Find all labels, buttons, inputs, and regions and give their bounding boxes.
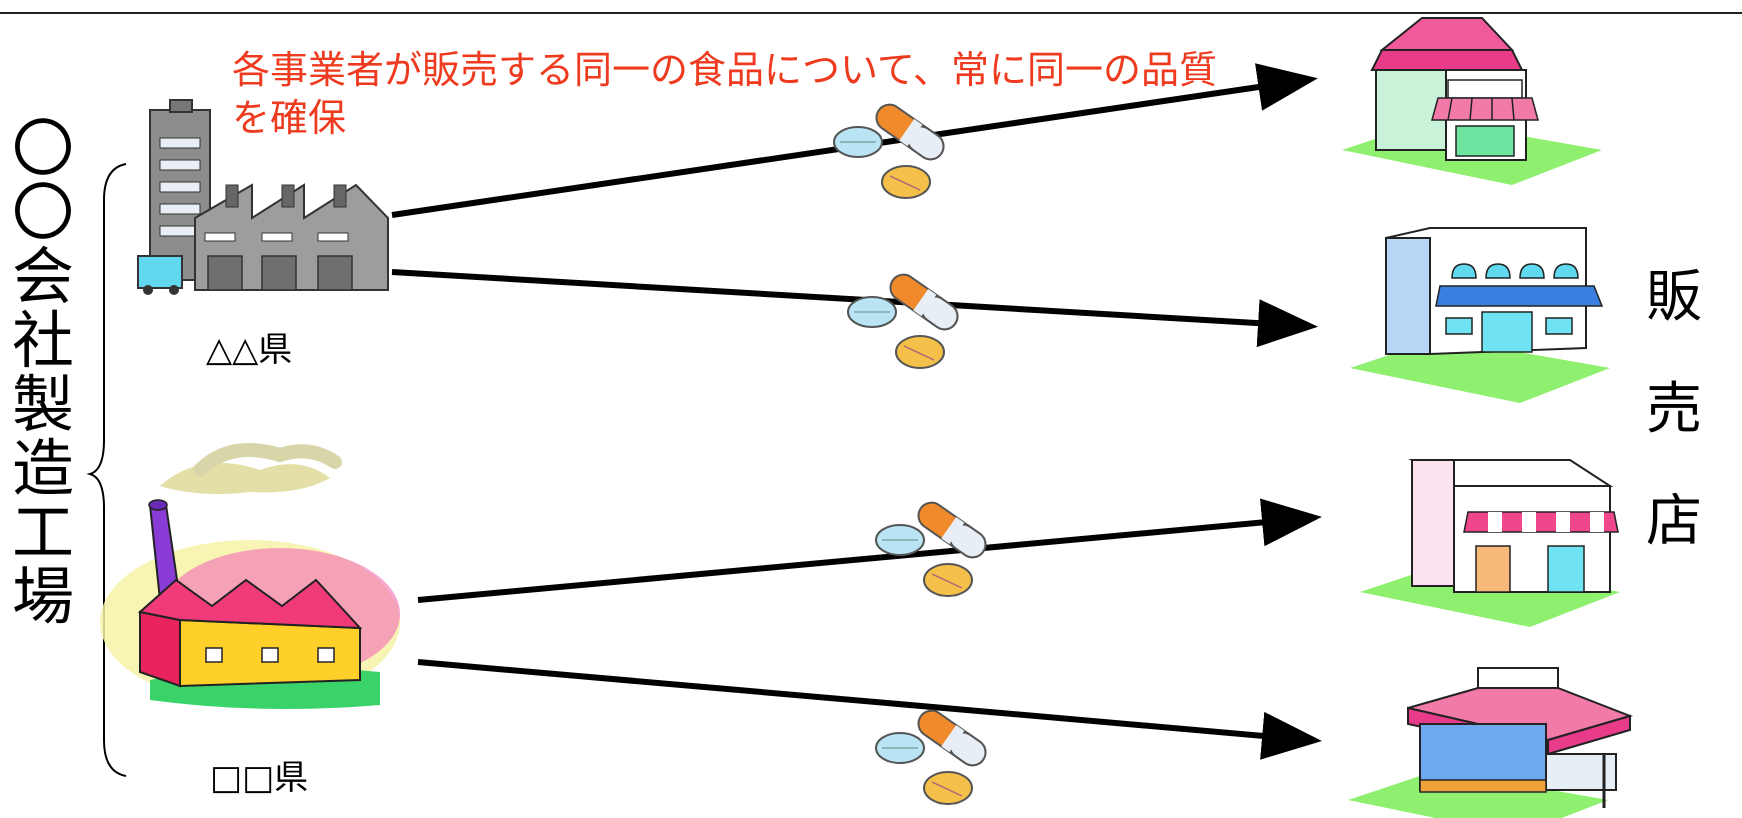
pills-icon xyxy=(833,98,950,199)
prefecture-label-2: □□県 xyxy=(210,758,309,798)
company-char: 社 xyxy=(12,304,75,377)
company-bracket xyxy=(86,163,127,777)
arrow-2 xyxy=(391,269,1318,348)
stores-label: 販売店 xyxy=(1646,270,1702,606)
stores-label-char: 販 xyxy=(1646,265,1702,330)
pills-icon xyxy=(875,496,992,597)
top-rule xyxy=(0,12,1742,14)
quality-note: 各事業者が販売する同一の食品について、常に同一の品質を確保 xyxy=(232,48,1217,140)
factory-icon xyxy=(137,99,389,295)
company-char: 製 xyxy=(12,368,75,441)
company-char: 会 xyxy=(12,240,75,313)
stores-label-char: 店 xyxy=(1646,489,1702,554)
store-icon xyxy=(1342,17,1602,185)
company-char: 〇 xyxy=(12,112,75,185)
stores-label-char: 売 xyxy=(1646,377,1702,442)
store-icon xyxy=(1348,667,1634,818)
prefecture-label-1: △△県 xyxy=(206,330,293,370)
store-icon xyxy=(1350,227,1610,403)
company-char: 造 xyxy=(12,432,75,505)
company-char: 場 xyxy=(12,560,75,633)
store-icon xyxy=(1360,459,1620,627)
factory-icon xyxy=(100,443,400,709)
company-label: 〇〇会社製造工場 xyxy=(12,118,74,630)
arrow-3 xyxy=(417,498,1322,603)
company-char: 〇 xyxy=(12,176,75,249)
company-char: 工 xyxy=(12,496,75,569)
pills-icon xyxy=(875,704,992,805)
pills-icon xyxy=(847,268,964,369)
arrow-4 xyxy=(417,659,1322,760)
